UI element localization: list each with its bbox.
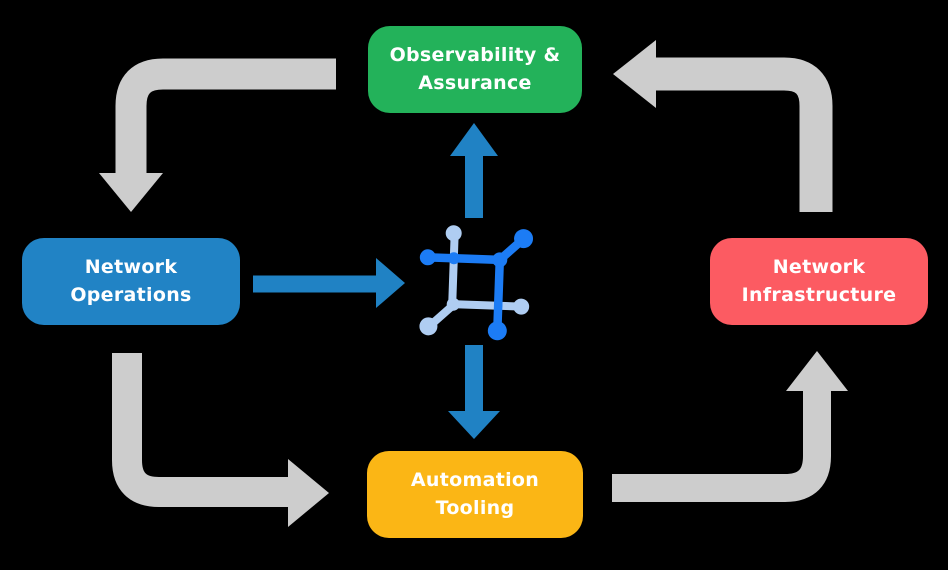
node-label-line: Operations (70, 283, 192, 306)
arrowhead-up (786, 351, 848, 391)
arrow-operations-to-automation (112, 353, 329, 527)
arrowhead-down (448, 411, 500, 439)
node-label-line: Tooling (435, 496, 515, 519)
node-label-line: Network (772, 255, 866, 278)
arrow-infrastructure-to-observability (613, 40, 833, 212)
arrow-hub-to-observability (450, 123, 498, 218)
hub-light-links (429, 233, 524, 327)
node-label-line: Network (84, 255, 178, 278)
node-network-operations: Network Operations (22, 238, 240, 325)
node-label-line: Observability & (389, 43, 561, 66)
arrow-hub-to-automation (448, 345, 500, 439)
hub-dark-links (427, 237, 525, 333)
node-network-infrastructure: Network Infrastructure (710, 238, 928, 325)
arrow-automation-to-infrastructure (612, 351, 848, 502)
arrowhead-down (99, 173, 163, 212)
hub-dark-endpoints (419, 229, 534, 341)
arrowhead-up (450, 123, 498, 156)
node-observability-assurance: Observability & Assurance (368, 26, 582, 113)
arrowhead-left (613, 40, 656, 108)
node-automation-tooling: Automation Tooling (367, 451, 583, 538)
arrow-observability-to-operations (99, 58, 336, 212)
arrow-operations-to-hub (253, 258, 405, 308)
arrowhead-right (288, 459, 329, 527)
network-hub-icon (419, 225, 534, 341)
hub-light-endpoints (419, 225, 530, 336)
node-label-line: Assurance (418, 71, 532, 94)
node-label-line: Infrastructure (741, 283, 897, 306)
node-label-line: Automation (410, 468, 540, 491)
arrowhead-right (376, 258, 405, 308)
